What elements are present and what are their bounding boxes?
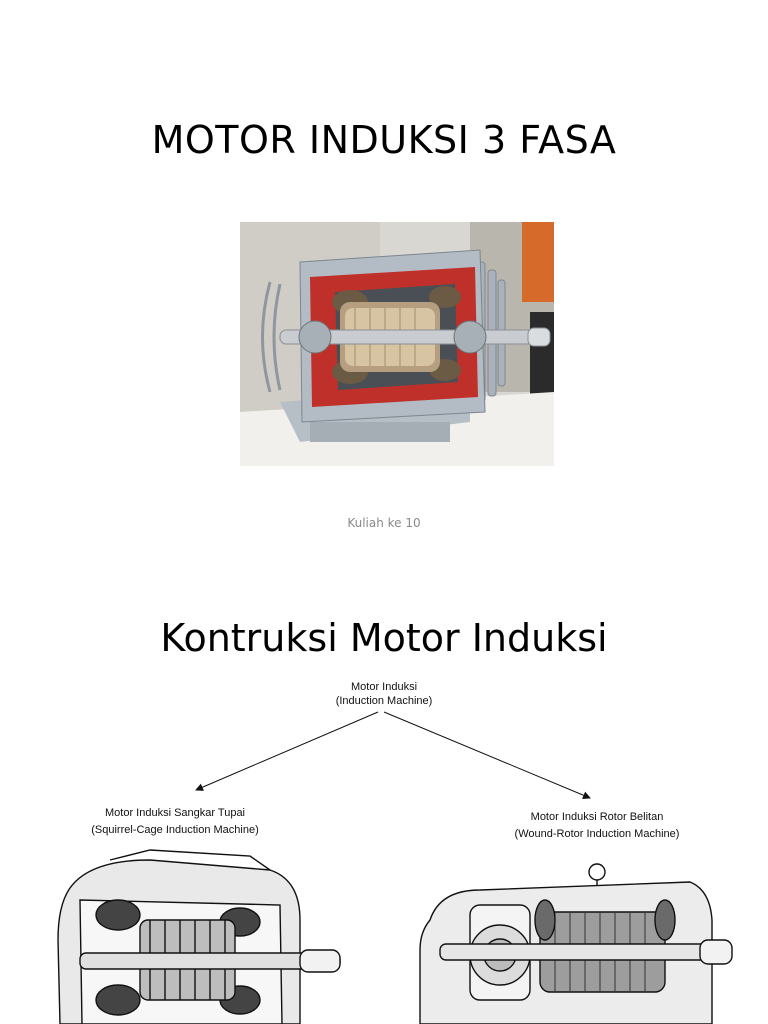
root-node-label: Motor Induksi (Induction Machine) [300, 680, 468, 708]
wound-rotor-name: Motor Induksi Rotor Belitan [530, 811, 664, 823]
root-node-english: (Induction Machine) [335, 695, 433, 707]
slide-1: MOTOR INDUKSI 3 FASA [151, 118, 617, 530]
wound-rotor-motor-drawing [419, 863, 733, 1024]
arrow-to-wound-rotor [383, 711, 591, 799]
wound-rotor-english: (Wound-Rotor Induction Machine) [514, 828, 680, 840]
slide-2: Kontruksi Motor Induksi [0, 560, 768, 1024]
squirrel-cage-motor-drawing [57, 849, 341, 1024]
wound-rotor-label: Motor Induksi Rotor Belitan (Wound-Rotor… [492, 810, 702, 841]
squirrel-cage-label: Motor Induksi Sangkar Tupai (Squirrel-Ca… [70, 806, 280, 837]
lecture-number: Kuliah ke 10 [347, 516, 421, 530]
squirrel-cage-name: Motor Induksi Sangkar Tupai [104, 807, 246, 819]
squirrel-cage-english: (Squirrel-Cage Induction Machine) [91, 824, 259, 836]
root-node-name: Motor Induksi [350, 681, 418, 693]
motor-cutaway-photo [240, 222, 554, 466]
arrow-to-squirrel-cage [195, 711, 379, 791]
slide-title: MOTOR INDUKSI 3 FASA [151, 118, 617, 162]
slide-title: Kontruksi Motor Induksi [160, 616, 608, 660]
classification-diagram [57, 711, 733, 1024]
